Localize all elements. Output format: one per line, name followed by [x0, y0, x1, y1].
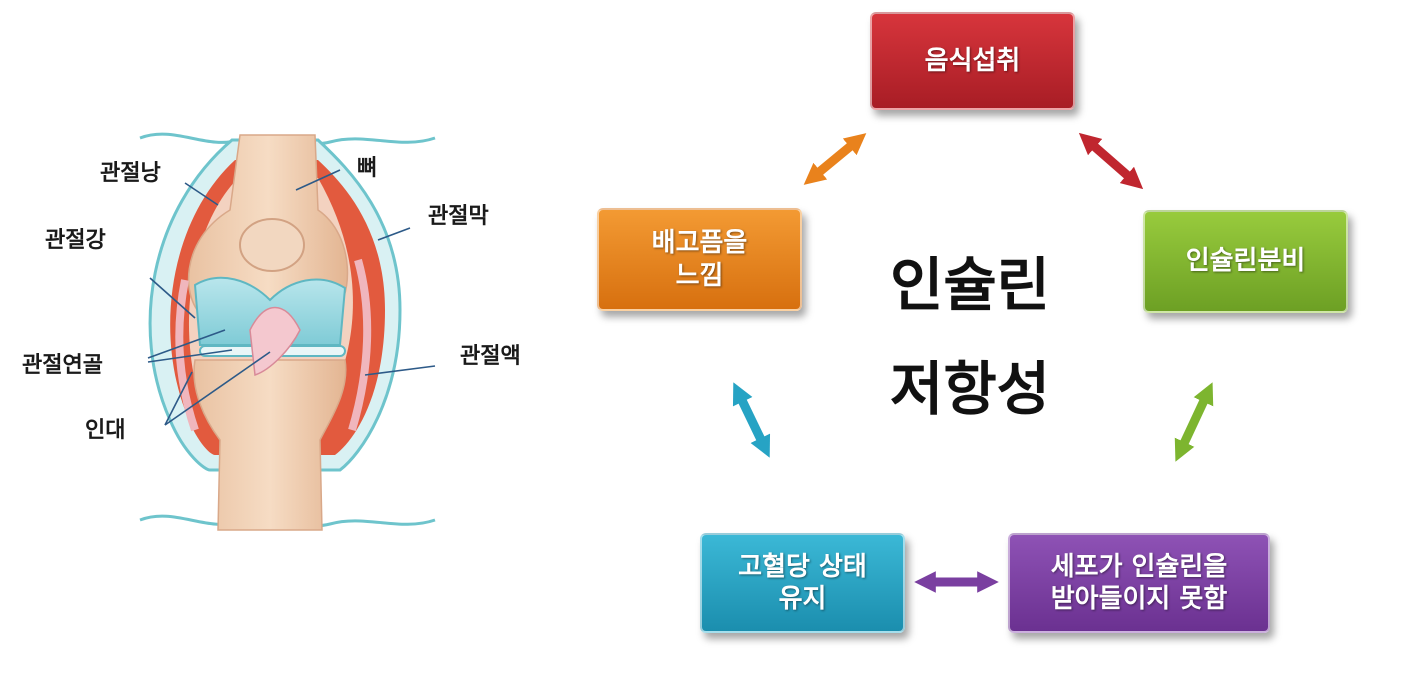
label-joint-cavity: 관절강: [45, 228, 106, 253]
node-cells-reject-insulin: 세포가 인슐린을 받아들이지 못함: [1008, 533, 1270, 633]
arrow-food-insulin: [1078, 132, 1144, 190]
label-bone: 뼈: [357, 156, 378, 181]
center-title-line1: 인슐린: [889, 251, 1051, 319]
arrow-glucose-hunger: [732, 382, 771, 458]
node-insulin-secretion: 인슐린분비: [1143, 210, 1348, 313]
arrow-hunger-food: [803, 133, 867, 185]
patella-bone: [239, 218, 305, 272]
arrow-insulin-cells: [1174, 382, 1214, 462]
node-food-intake: 음식섭취: [870, 12, 1075, 110]
center-title-line2: 저항성: [889, 355, 1051, 423]
label-joint-membrane: 관절막: [428, 204, 489, 229]
knee-joint-illustration: [139, 132, 436, 531]
label-joint-capsule: 관절낭: [100, 161, 161, 186]
side-ligament-left: [175, 279, 199, 432]
node-feel-hunger: 배고픔을 느낌: [597, 208, 802, 311]
leader-lines: [147, 169, 436, 426]
node-high-blood-sugar: 고혈당 상태 유지: [700, 533, 905, 633]
tibia-bone: [193, 359, 347, 531]
label-joint-cartilage: 관절연골: [22, 353, 103, 378]
label-joint-fluid: 관절액: [460, 344, 521, 369]
side-ligament-right: [348, 258, 372, 432]
label-ligament: 인대: [85, 418, 126, 443]
